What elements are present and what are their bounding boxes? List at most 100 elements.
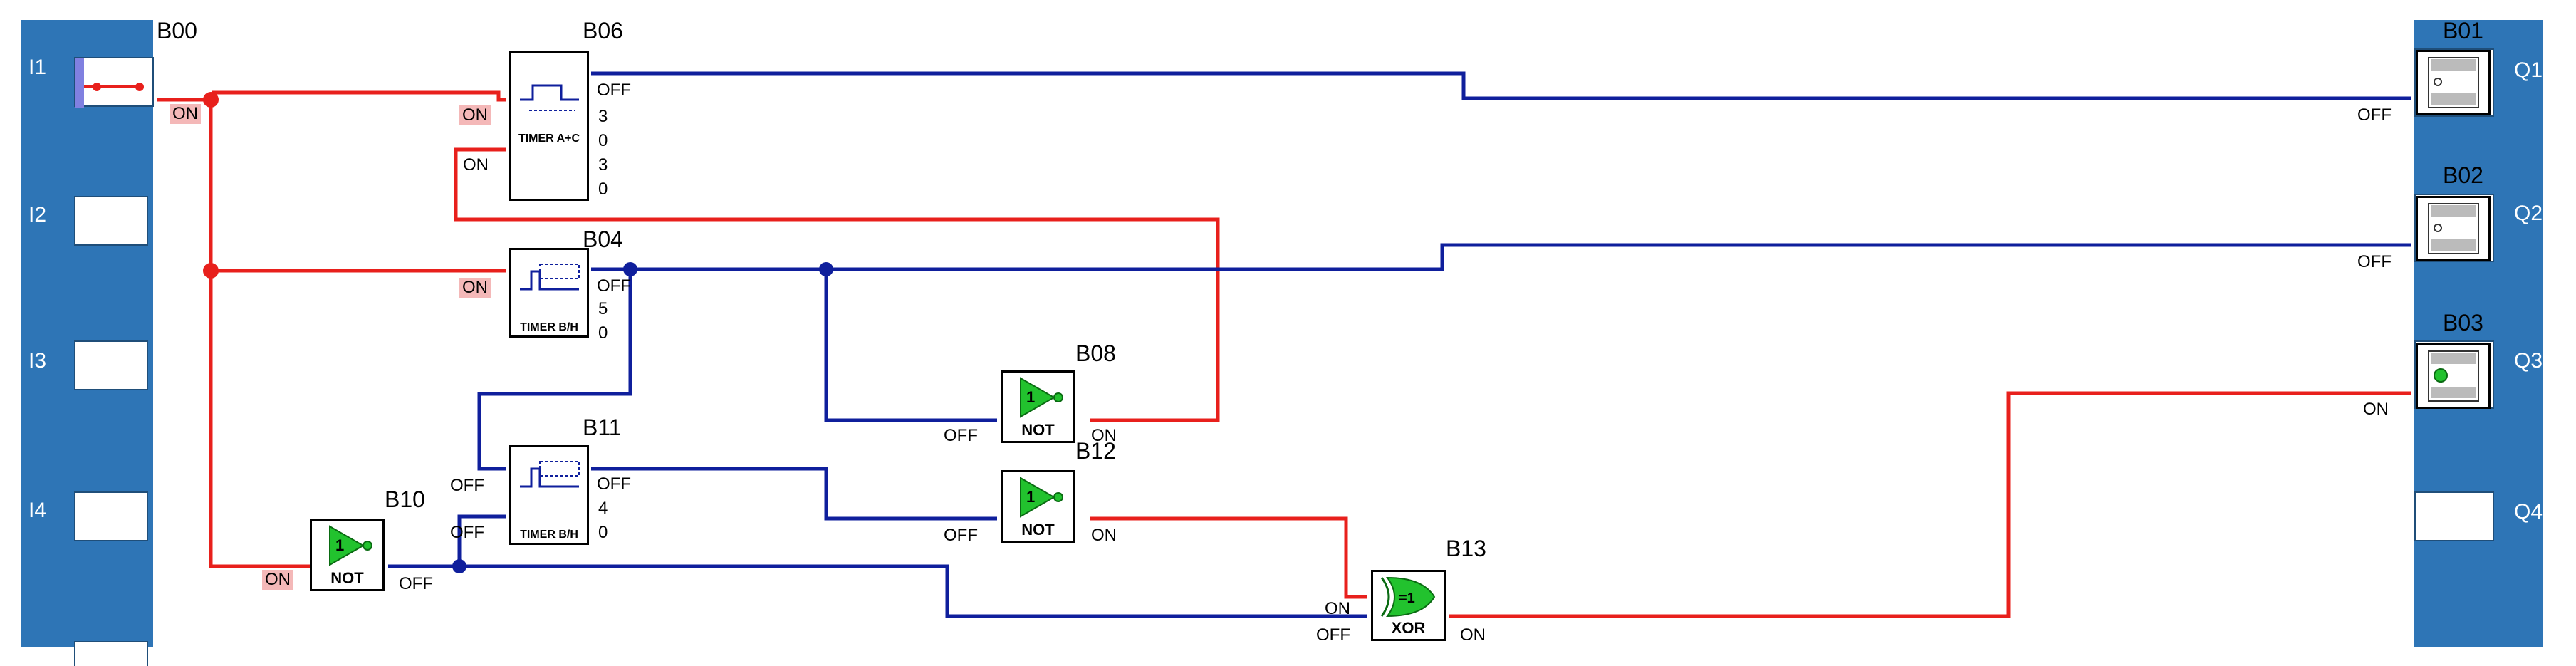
wire-b13-b03	[1449, 391, 2411, 618]
b13-kind: XOR	[1391, 619, 1426, 637]
b08-output-state: ON	[1091, 426, 1117, 445]
block-b08-not[interactable]: 1 NOT	[1001, 370, 1075, 443]
b11-param-1: 4	[598, 499, 608, 518]
wire-b08-b06	[454, 147, 1220, 422]
block-b06-timer[interactable]: TIMER A+C	[509, 51, 589, 201]
input-terminal-i2[interactable]	[74, 196, 148, 246]
block-b04-timer[interactable]: TIMER B/H	[509, 248, 589, 338]
b10-symbol: 1	[335, 536, 344, 554]
block-label-b11: B11	[583, 415, 622, 440]
b06-param-3: 3	[598, 155, 608, 175]
b08-symbol: 1	[1026, 388, 1035, 406]
block-label-b03: B03	[2443, 310, 2483, 335]
relay-on-icon	[2428, 350, 2479, 402]
input-label-i4: I4	[28, 499, 47, 522]
block-label-b01: B01	[2443, 18, 2483, 43]
block-b12-not[interactable]: 1 NOT	[1001, 470, 1075, 543]
block-label-b12: B12	[1075, 438, 1116, 464]
b06-param-4: 0	[598, 179, 608, 199]
output-rail	[2414, 20, 2543, 647]
wire-b04-b02	[591, 243, 2411, 271]
b06-kind: TIMER A+C	[518, 132, 580, 145]
b11-input2-state: OFF	[450, 523, 484, 542]
wire-b00-b10	[209, 271, 310, 568]
b03-input-state: ON	[2363, 400, 2389, 419]
junction-blue-1	[623, 262, 637, 276]
block-b01-output[interactable]	[2416, 50, 2491, 115]
b10-input-state: ON	[262, 570, 293, 590]
junction-red-1	[203, 92, 219, 108]
block-label-b10: B10	[385, 487, 425, 512]
b11-kind: TIMER B/H	[520, 529, 578, 541]
block-b10-not[interactable]: 1 NOT	[310, 519, 385, 591]
timer-bh-icon	[520, 264, 580, 291]
b04-kind: TIMER B/H	[520, 321, 578, 333]
relay-off-icon	[2428, 57, 2479, 108]
input-terminal-i3[interactable]	[74, 340, 148, 390]
wire-b12-b13	[1090, 516, 1367, 599]
wire-b00-b04	[209, 100, 506, 273]
output-terminal-q4[interactable]	[2414, 491, 2494, 541]
xor-gate-icon: =1	[1380, 576, 1436, 618]
block-label-b08: B08	[1075, 340, 1116, 366]
block-b02-output[interactable]	[2416, 196, 2491, 261]
b12-symbol: 1	[1026, 488, 1035, 506]
not-gate-icon: 1	[1020, 477, 1063, 518]
wire-b04-b11	[477, 269, 632, 471]
b13-symbol: =1	[1399, 590, 1415, 606]
input-label-i1: I1	[28, 56, 47, 79]
b06-input1-state: ON	[459, 105, 491, 125]
junction-blue-3	[452, 559, 466, 573]
input-terminal-i1[interactable]	[74, 57, 154, 108]
b06-input2-state: ON	[463, 155, 489, 175]
b13-input2-state: OFF	[1316, 625, 1350, 645]
b12-output-state: ON	[1091, 526, 1117, 545]
b12-input-state: OFF	[944, 526, 978, 545]
b00-output-state: ON	[170, 104, 201, 124]
b06-output-state: OFF	[597, 80, 631, 100]
b11-input1-state: OFF	[450, 476, 484, 495]
block-label-b02: B02	[2443, 162, 2483, 188]
b02-input-state: OFF	[2357, 252, 2392, 271]
switch-closed-icon	[75, 58, 144, 108]
block-label-b00: B00	[157, 18, 197, 43]
b13-output-state: ON	[1460, 625, 1486, 645]
input-label-i3: I3	[28, 349, 47, 373]
not-gate-icon: 1	[1020, 377, 1063, 418]
input-terminal-i4[interactable]	[74, 491, 148, 541]
block-label-b13: B13	[1446, 536, 1486, 561]
b06-param-1: 3	[598, 107, 608, 126]
output-label-q1: Q1	[2514, 58, 2543, 82]
wire-b11-b12	[591, 467, 997, 521]
b04-input1-state: ON	[459, 278, 491, 298]
b12-kind: NOT	[1021, 521, 1055, 538]
output-label-q4: Q4	[2514, 500, 2543, 524]
b04-param-2: 0	[598, 323, 608, 343]
wire-b06-b01	[591, 71, 2411, 100]
b11-param-2: 0	[598, 523, 608, 542]
junction-red-2	[203, 263, 219, 279]
b04-output-state: OFF	[597, 276, 631, 296]
block-b03-output[interactable]	[2416, 343, 2491, 409]
b01-input-state: OFF	[2357, 105, 2392, 125]
input-rail	[21, 20, 153, 647]
b11-output-state: OFF	[597, 474, 631, 494]
block-label-b06: B06	[583, 18, 623, 43]
wire-b10-b13	[459, 564, 1367, 618]
timer-bh-icon	[520, 461, 580, 488]
junction-blue-2	[819, 262, 833, 276]
wire-b04-b08	[824, 269, 997, 422]
not-gate-icon: 1	[329, 525, 372, 566]
wire-b10-b11	[388, 514, 506, 568]
b10-output-state: OFF	[399, 574, 433, 593]
block-b11-timer[interactable]: TIMER B/H	[509, 445, 589, 545]
b08-kind: NOT	[1021, 421, 1055, 439]
block-label-b04: B04	[583, 227, 623, 252]
input-label-i2: I2	[28, 203, 47, 227]
output-label-q2: Q2	[2514, 202, 2543, 225]
b13-input1-state: ON	[1325, 599, 1350, 618]
block-b13-xor[interactable]: =1 XOR	[1371, 570, 1446, 641]
relay-off-icon	[2428, 203, 2479, 254]
b08-input-state: OFF	[944, 426, 978, 445]
